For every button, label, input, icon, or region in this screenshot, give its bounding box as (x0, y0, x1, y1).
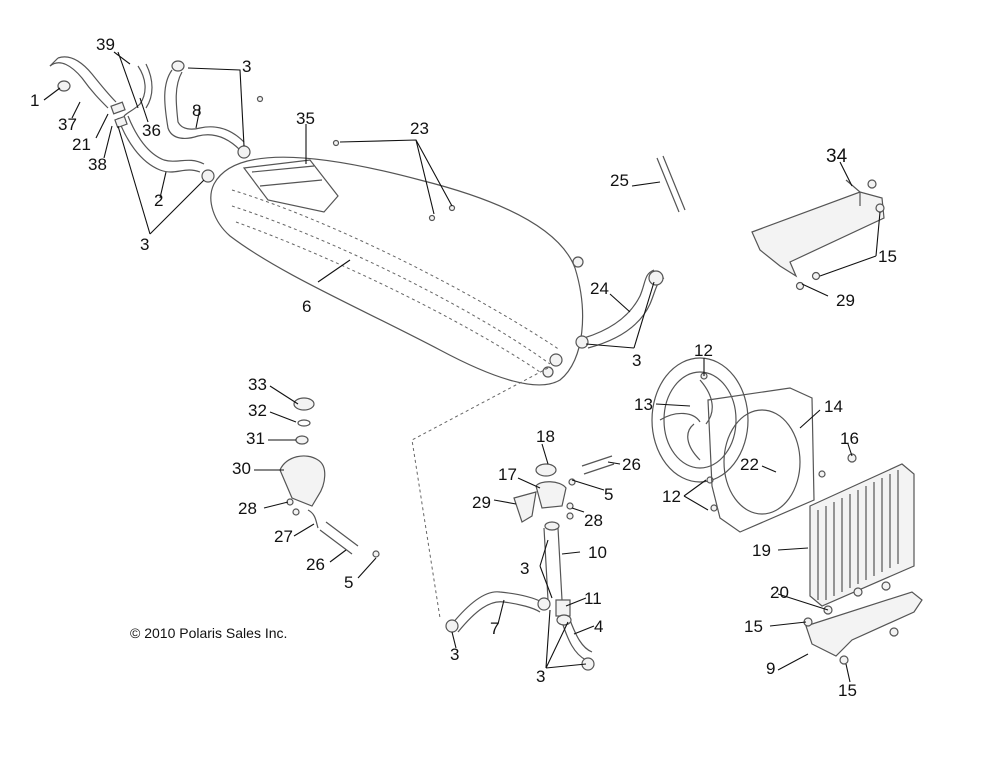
callout-20: 20 (770, 583, 789, 602)
callout-12b: 12 (662, 487, 681, 506)
callout-36: 36 (142, 121, 161, 140)
callout-15b: 15 (744, 617, 763, 636)
callout-30: 30 (232, 459, 251, 478)
callout-18: 18 (536, 427, 555, 446)
bracket-34 (751, 179, 885, 291)
hose-37 (49, 56, 117, 109)
callout-38: 38 (88, 155, 107, 174)
callout-8: 8 (192, 101, 201, 120)
callout-29a: 29 (836, 291, 855, 310)
callout-5b: 5 (344, 573, 353, 592)
cooler-tube-assembly (210, 139, 584, 386)
callout-3f: 3 (450, 645, 459, 664)
copyright-notice: © 2010 Polaris Sales Inc. (130, 625, 288, 641)
hose-10 (543, 521, 563, 601)
callout-14: 14 (824, 397, 843, 416)
radiator-19 (809, 453, 915, 607)
callout-26a: 26 (622, 455, 641, 474)
callout-26b: 26 (306, 555, 325, 574)
callout-24: 24 (590, 279, 609, 298)
callout-15c: 15 (838, 681, 857, 700)
callout-35: 35 (296, 109, 315, 128)
callout-23: 23 (410, 119, 429, 138)
callout-1: 1 (30, 91, 39, 110)
tube-25 (656, 155, 686, 213)
callout-19: 19 (752, 541, 771, 560)
callout-labels: 1 37 21 38 39 36 3 8 2 3 35 23 6 25 24 3… (30, 35, 897, 700)
callout-21: 21 (72, 135, 91, 154)
callout-9: 9 (766, 659, 775, 678)
callout-3d: 3 (520, 559, 529, 578)
hose-24 (575, 269, 665, 349)
hose-8 (164, 69, 245, 151)
fitting-11-hose-4 (555, 599, 595, 671)
callout-17: 17 (498, 465, 517, 484)
callout-13: 13 (634, 395, 653, 414)
callout-10: 10 (588, 543, 607, 562)
reservoir-30 (279, 397, 380, 558)
clamps-upper-left (57, 60, 264, 183)
callout-27: 27 (274, 527, 293, 546)
callout-3e: 3 (536, 667, 545, 686)
callout-33: 33 (248, 375, 267, 394)
callout-3b: 3 (140, 235, 149, 254)
callout-22: 22 (740, 455, 759, 474)
callout-3c: 3 (632, 351, 641, 370)
callout-2: 2 (154, 191, 163, 210)
callout-4: 4 (594, 617, 603, 636)
callout-15a: 15 (878, 247, 897, 266)
callout-16: 16 (840, 429, 859, 448)
callout-28a: 28 (238, 499, 257, 518)
leader-lines (43, 51, 881, 683)
callout-6: 6 (302, 297, 311, 316)
callout-11: 11 (584, 589, 602, 608)
callout-32: 32 (248, 401, 267, 420)
callout-3a: 3 (242, 57, 251, 76)
callout-37: 37 (58, 115, 77, 134)
thermostat-housing (513, 455, 615, 523)
shroud-14 (707, 387, 815, 533)
callout-25: 25 (610, 171, 629, 190)
callout-31: 31 (246, 429, 265, 448)
callout-28b: 28 (584, 511, 603, 530)
hose-7 (445, 591, 551, 633)
callout-34: 34 (826, 146, 848, 167)
callout-5a: 5 (604, 485, 613, 504)
callout-29b: 29 (472, 493, 491, 512)
callout-39: 39 (96, 35, 115, 54)
callout-7: 7 (490, 619, 499, 638)
hose-36 (123, 63, 153, 117)
callout-12a: 12 (694, 341, 713, 360)
hose-2 (117, 115, 205, 173)
